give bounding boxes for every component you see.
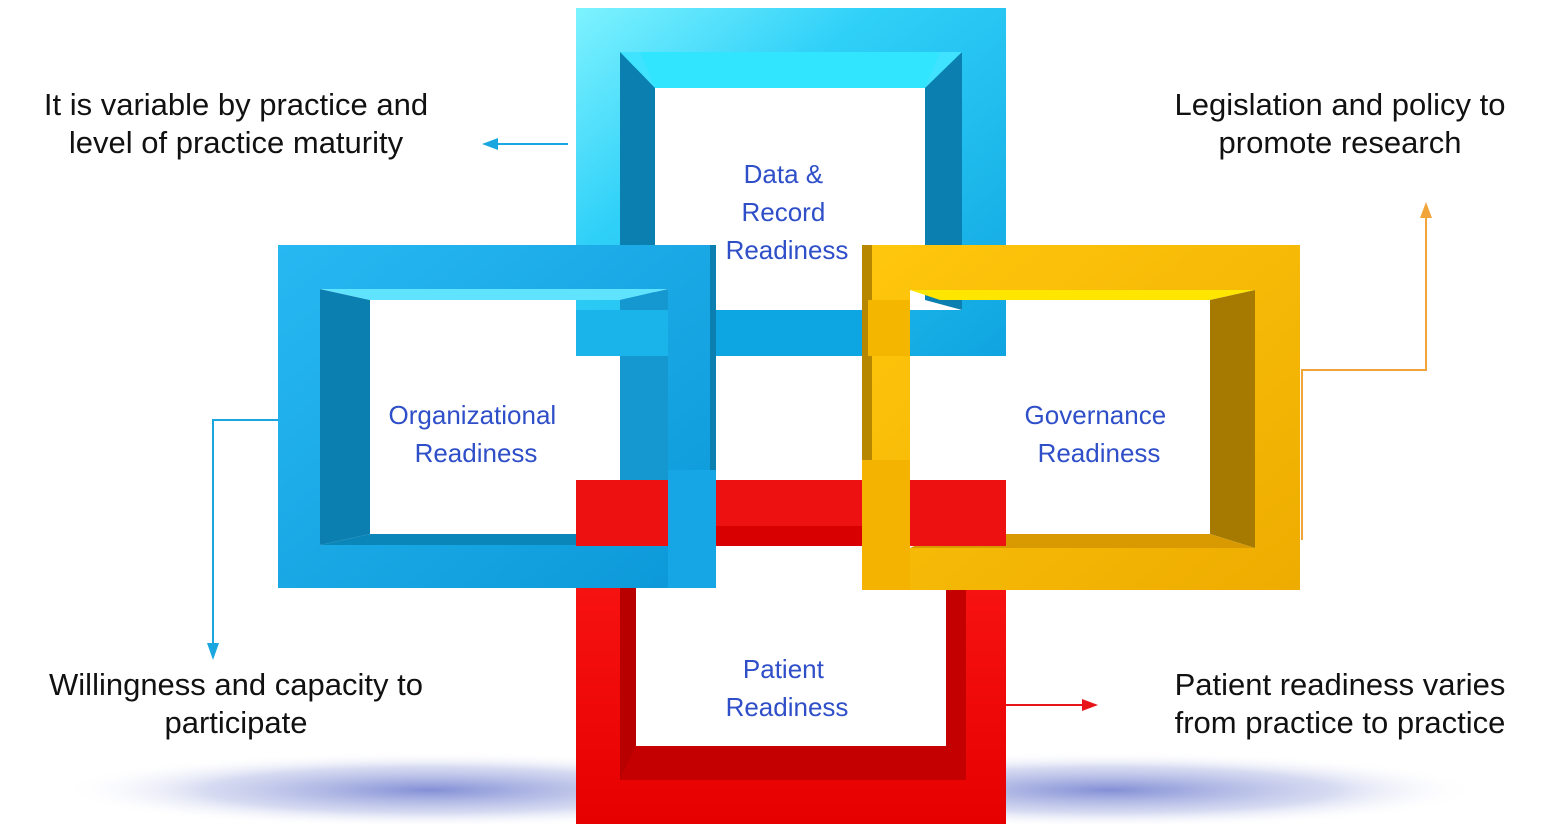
governance-label: Governance Readiness xyxy=(1025,400,1174,468)
data-record-label: Data & Record Readiness xyxy=(726,159,849,265)
arrow-data-to-note xyxy=(482,138,568,150)
link-gov-over-data xyxy=(868,300,910,356)
organizational-label: Organizational Readiness xyxy=(389,400,564,468)
arrow-org-to-note xyxy=(207,419,278,660)
patient-label: Patient Readiness xyxy=(726,654,849,722)
note-patient: Patient readiness varies from practice t… xyxy=(1174,667,1506,740)
link-patient-bar-middle xyxy=(716,480,862,526)
link-org-over-patient xyxy=(668,470,716,588)
note-data-record: It is variable by practice and level of … xyxy=(43,87,429,160)
link-patient-over-gov xyxy=(910,480,1006,546)
arrow-patient-to-note xyxy=(1006,699,1098,711)
link-gov-over-patient xyxy=(862,460,910,590)
note-governance: Legislation and policy to promote resear… xyxy=(1174,87,1506,160)
link-data-over-org xyxy=(576,310,668,356)
note-organizational: Willingness and capacity to participate xyxy=(49,667,423,740)
link-patient-over-org xyxy=(576,480,668,546)
link-data-bar-middle xyxy=(716,310,862,356)
arrow-gov-to-note xyxy=(1301,202,1432,540)
